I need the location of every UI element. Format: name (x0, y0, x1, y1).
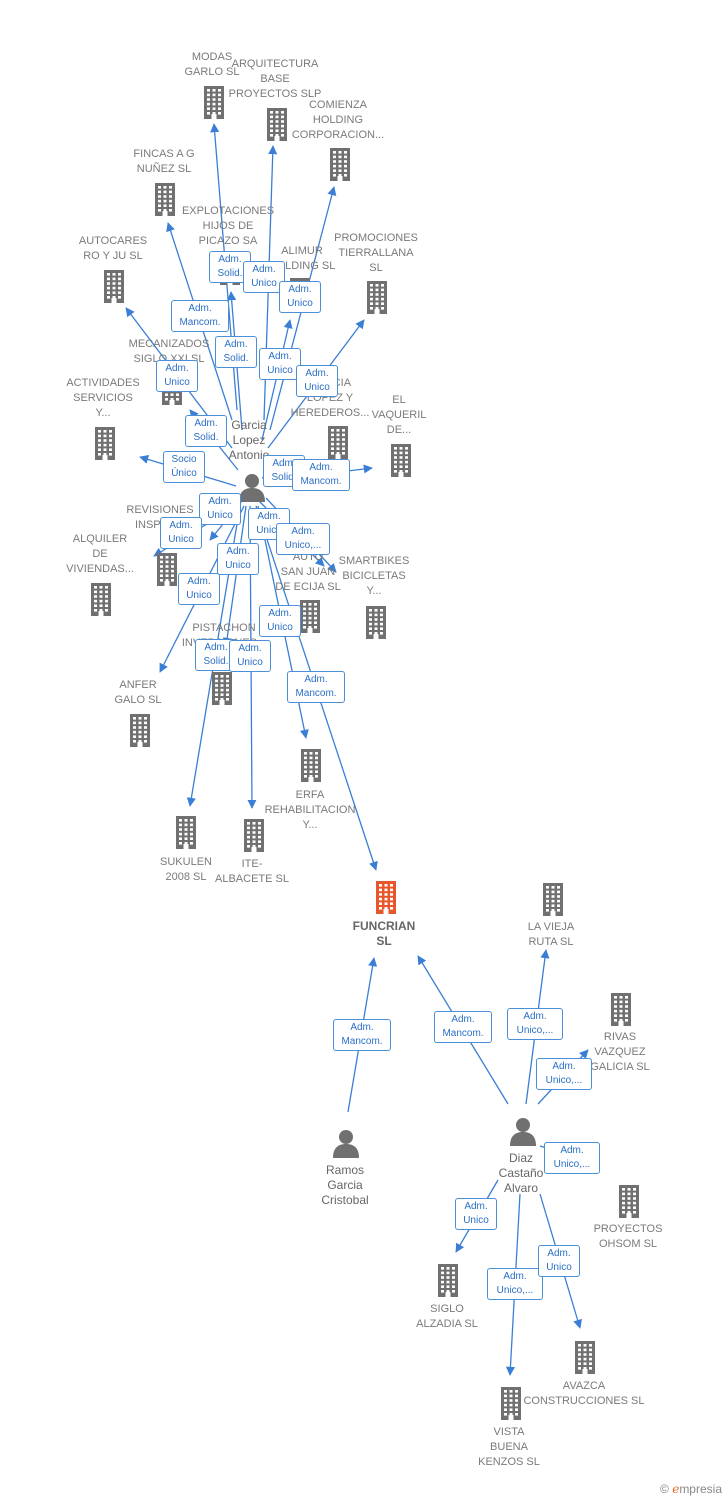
building-icon[interactable] (92, 426, 118, 460)
person-icon[interactable] (238, 472, 266, 502)
building-icon[interactable] (241, 818, 267, 852)
building-icon[interactable] (201, 85, 227, 119)
relation-tag-diaz-castano-to-funcrian[interactable]: Adm.Mancom. (434, 1011, 492, 1043)
building-icon[interactable] (373, 880, 399, 914)
building-icon[interactable] (154, 552, 180, 586)
building-icon[interactable] (173, 815, 199, 849)
relation-tag-garcia-lopez-to-anfer-galo[interactable]: Adm.Unico (178, 573, 220, 605)
building-icon[interactable] (608, 992, 634, 1026)
edge-garcia-lopez-to-alimur-holding (261, 319, 293, 441)
building-icon[interactable] (435, 1263, 461, 1297)
relation-tag-garcia-lopez-to-fincas-ag-nunez[interactable]: Adm.Mancom. (171, 300, 229, 332)
building-icon[interactable] (327, 147, 353, 181)
relation-tag-garcia-lopez-to-explotaciones-picazo[interactable]: Adm.Solid. (215, 336, 257, 368)
building-icon[interactable] (572, 1340, 598, 1374)
building-icon[interactable] (88, 582, 114, 616)
building-icon[interactable] (363, 605, 389, 639)
building-icon[interactable] (101, 269, 127, 303)
relation-tag-garcia-lopez-to-alquiler-viviendas[interactable]: Adm.Unico (160, 517, 202, 549)
building-icon[interactable] (388, 443, 414, 477)
building-icon[interactable] (152, 182, 178, 216)
building-icon[interactable] (298, 748, 324, 782)
relation-tag-garcia-lopez-to-autocares-roju[interactable]: Adm.Unico (156, 360, 198, 392)
relation-tag-diaz-castano-to-vista-buena-kenzos[interactable]: Adm.Unico,... (487, 1268, 543, 1300)
building-icon[interactable] (297, 599, 323, 633)
relation-tag-garcia-lopez-to-smartbikes[interactable]: Adm.Unico,... (276, 523, 330, 555)
edge-garcia-lopez-to-pistachon (222, 505, 247, 647)
person-icon[interactable] (332, 1128, 360, 1158)
relation-tag-diaz-castano-to-rivas-vazquez[interactable]: Adm.Unico,... (536, 1058, 592, 1090)
building-icon[interactable] (209, 671, 235, 705)
copyright-symbol: © (660, 1482, 669, 1496)
relation-tag-diaz-castano-to-siglo-alzadia[interactable]: Adm.Unico (455, 1198, 497, 1230)
brand-watermark: © empresia (660, 1482, 722, 1496)
building-icon[interactable] (127, 713, 153, 747)
relation-tag-garcia-lopez-to-alimur-holding[interactable]: Adm.Unico (259, 348, 301, 380)
building-icon[interactable] (540, 882, 566, 916)
relation-tag-diaz-castano-to-proyectos-ohsom[interactable]: Adm.Unico,... (544, 1142, 600, 1174)
person-icon[interactable] (509, 1116, 537, 1146)
relation-tag-garcia-lopez-to-funcrian[interactable]: Adm.Mancom. (287, 671, 345, 703)
relation-tag-garcia-lopez-to-revisiones-inspec[interactable]: Adm.Unico (199, 493, 241, 525)
relation-tag-garcia-lopez-to-pistachon[interactable]: Adm.Unico (217, 543, 259, 575)
relation-tag-diaz-castano-to-avazca[interactable]: Adm.Unico (538, 1245, 580, 1277)
relation-tag-diaz-castano-to-la-vieja-ruta[interactable]: Adm.Unico,... (507, 1008, 563, 1040)
brand-logo-letter: e (672, 1482, 680, 1496)
relation-tag-garcia-lopez-to-promociones-tierrallana[interactable]: Adm.Unico (296, 365, 338, 397)
building-icon[interactable] (498, 1386, 524, 1420)
relation-tag-garcia-lopez-to-arquitectura-base[interactable]: Adm.Unico (243, 261, 285, 293)
relation-tag-ramos-garcia-to-funcrian[interactable]: Adm.Mancom. (333, 1019, 391, 1051)
building-icon[interactable] (616, 1184, 642, 1218)
relation-tag-garcia-lopez-to-el-vaqueril[interactable]: Adm.Mancom. (292, 459, 350, 491)
company-label-ite-albacete: ITE-ALBACETE SL (215, 858, 289, 885)
relation-tag-garcia-lopez-to-mecanizados-siglo-xxi[interactable]: Adm.Solid. (185, 415, 227, 447)
building-icon[interactable] (364, 280, 390, 314)
building-icon[interactable] (325, 425, 351, 459)
building-icon[interactable] (264, 107, 290, 141)
relation-tag-garcia-lopez-to-comienza-holding[interactable]: Adm.Unico (279, 281, 321, 313)
relation-tag-garcia-lopez-to-erfa-rehabilitacion[interactable]: Adm.Unico (259, 605, 301, 637)
relation-tag-garcia-lopez-to-ite-albacete[interactable]: Adm.Unico (229, 640, 271, 672)
brand-name: mpresia (679, 1482, 722, 1496)
